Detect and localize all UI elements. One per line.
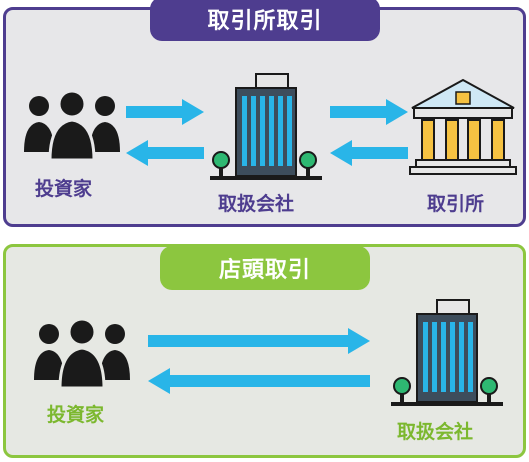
arrow-right-icon — [148, 328, 370, 354]
stock-exchange-icon — [409, 78, 517, 175]
otc-trading-title: 店頭取引 — [160, 246, 370, 290]
arrow-left-icon — [330, 140, 408, 166]
arrow-right-icon — [330, 99, 408, 125]
exchange-label: 取引所 — [427, 193, 485, 215]
broker-building-icon — [210, 73, 322, 180]
broker-label: 取扱会社 — [218, 193, 295, 215]
exchange-trading-title: 取引所取引 — [150, 0, 380, 41]
arrow-left-icon — [148, 368, 370, 394]
investors-icon — [24, 89, 120, 162]
arrow-left-icon — [126, 140, 204, 166]
investors-icon — [34, 317, 130, 390]
investor-label: 投資家 — [47, 404, 105, 426]
broker-label: 取扱会社 — [397, 421, 474, 443]
broker-building-icon — [391, 299, 503, 406]
investor-label: 投資家 — [35, 178, 93, 200]
arrow-right-icon — [126, 99, 204, 125]
